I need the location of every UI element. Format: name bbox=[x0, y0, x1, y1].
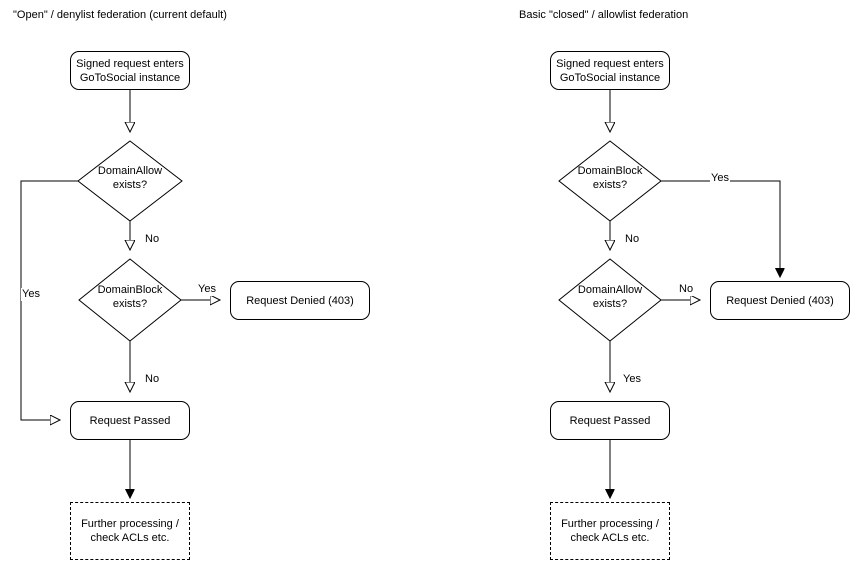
node-further-processing-denylist: Further processing / check ACLs etc. bbox=[70, 502, 190, 560]
decision-domainblock-shape bbox=[78, 258, 182, 342]
node-further-processing-denylist-label: Further processing / check ACLs etc. bbox=[81, 518, 179, 544]
edge-label-domainblock-no-allowlist: No bbox=[624, 233, 641, 246]
node-start-denylist-label: Signed request enters GoToSocial instanc… bbox=[76, 57, 184, 84]
node-request-passed-allowlist: Request Passed bbox=[550, 401, 670, 440]
node-request-denied-denylist: Request Denied (403) bbox=[230, 281, 370, 320]
edge-label-domainallow-yes-allowlist: Yes bbox=[622, 373, 642, 386]
node-further-processing-allowlist: Further processing / check ACLs etc. bbox=[550, 502, 670, 560]
edge-label-domainblock-no-denylist: No bbox=[144, 373, 161, 386]
edge-label-domainallow-yes-denylist: Yes bbox=[21, 288, 41, 301]
decision-domainallow-shape bbox=[77, 140, 183, 222]
edge-label-domainallow-no-denylist: No bbox=[144, 233, 161, 246]
node-start-allowlist-label: Signed request enters GoToSocial instanc… bbox=[556, 57, 664, 84]
node-request-passed-allowlist-label: Request Passed bbox=[569, 414, 651, 427]
node-request-denied-allowlist: Request Denied (403) bbox=[710, 281, 850, 320]
panel-title-allowlist: Basic "closed" / allowlist federation bbox=[519, 9, 689, 21]
decision-domainallow-shape-right bbox=[558, 258, 662, 342]
node-start-allowlist: Signed request enters GoToSocial instanc… bbox=[550, 51, 670, 90]
edge-label-domainallow-no-allowlist: No bbox=[678, 283, 695, 296]
node-request-denied-allowlist-label: Request Denied (403) bbox=[726, 294, 834, 307]
edge-domainblock-yes-to-denied-right bbox=[661, 180, 780, 277]
edge-label-domainblock-yes-denylist: Yes bbox=[197, 283, 217, 296]
node-start-denylist: Signed request enters GoToSocial instanc… bbox=[70, 51, 190, 90]
panel-title-denylist: "Open" / denylist federation (current de… bbox=[13, 9, 227, 21]
node-further-processing-allowlist-label: Further processing / check ACLs etc. bbox=[561, 518, 659, 544]
node-request-denied-denylist-label: Request Denied (403) bbox=[246, 294, 354, 307]
edge-label-domainblock-yes-allowlist: Yes bbox=[710, 172, 730, 185]
node-request-passed-denylist: Request Passed bbox=[70, 401, 190, 440]
decision-domainblock-shape-right bbox=[558, 140, 662, 222]
node-request-passed-denylist-label: Request Passed bbox=[89, 414, 171, 427]
